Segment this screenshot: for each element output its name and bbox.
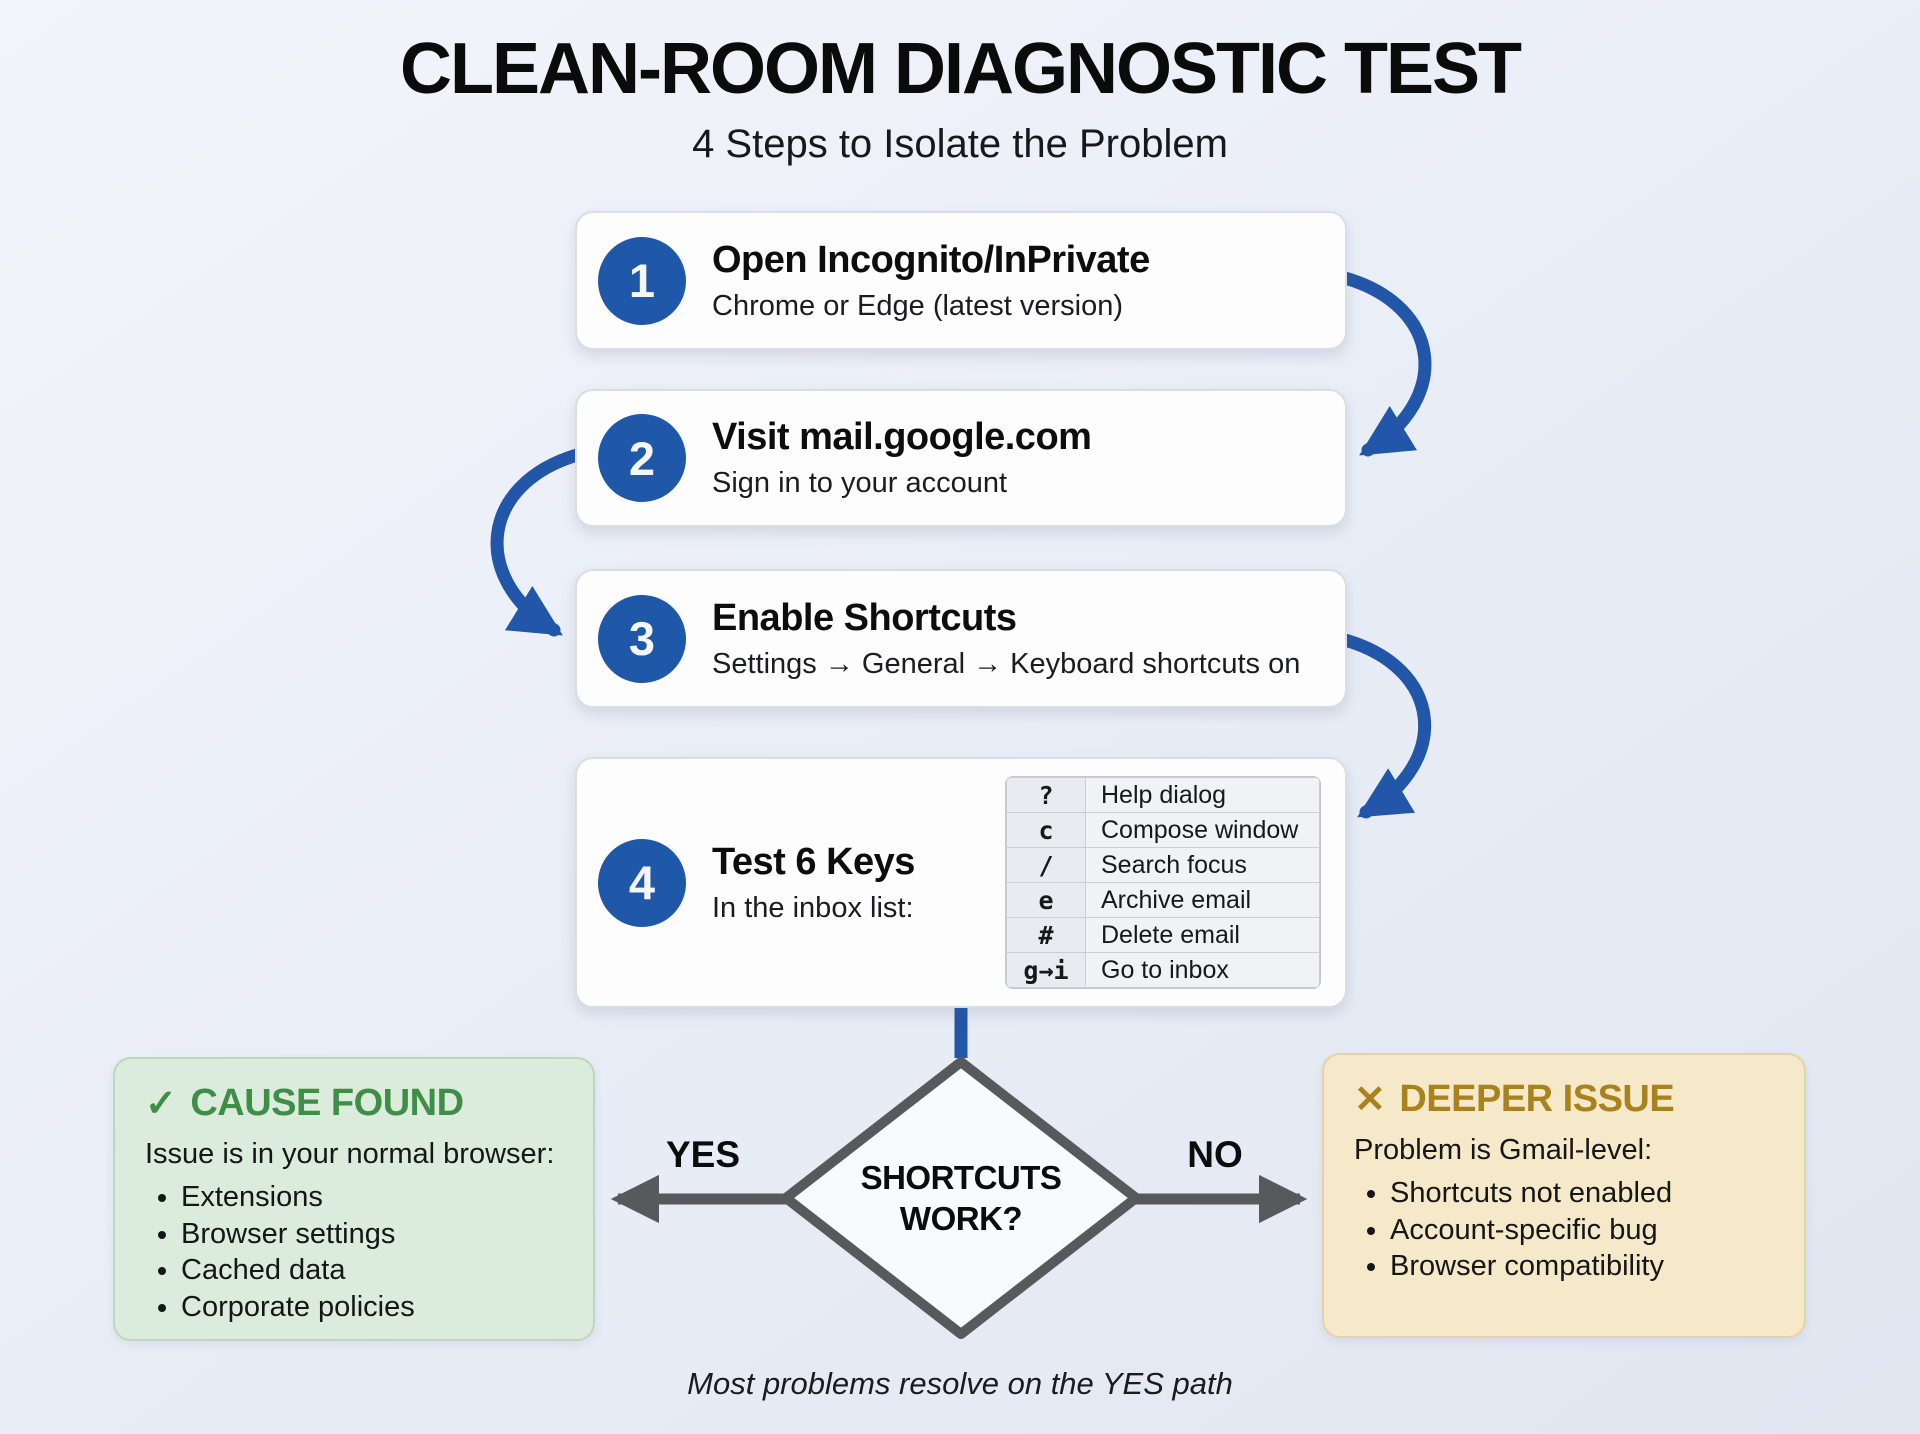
shortcut-key: #	[1007, 918, 1085, 952]
shortcut-action: Compose window	[1086, 813, 1319, 847]
shortcut-action: Delete email	[1086, 918, 1319, 952]
cause-found-lead: Issue is in your normal browser:	[145, 1138, 555, 1170]
step-4-title: Test 6 Keys	[712, 840, 915, 883]
step-1-subtitle: Chrome or Edge (latest version)	[712, 289, 1123, 322]
deeper-issue-box: ✕ DEEPER ISSUE Problem is Gmail-level: S…	[1322, 1053, 1806, 1338]
curved-arrow-step1-to-step2	[1338, 271, 1432, 457]
deeper-issue-title: DEEPER ISSUE	[1399, 1078, 1675, 1120]
step-3-number-badge: 3	[598, 594, 686, 683]
shortcut-action: Help dialog	[1086, 778, 1319, 812]
cause-found-box: ✓ CAUSE FOUND Issue is in your normal br…	[113, 1057, 595, 1341]
step-1-title: Open Incognito/InPrivate	[712, 238, 1150, 281]
step-3-title: Enable Shortcuts	[712, 596, 1017, 639]
decision-diamond	[781, 1057, 1141, 1339]
step-4-card: 4 Test 6 Keys In the inbox list: ? Help …	[575, 757, 1347, 1008]
page-subtitle: 4 Steps to Isolate the Problem	[692, 122, 1228, 166]
step-2-card: 2 Visit mail.google.com Sign in to your …	[575, 389, 1347, 527]
step-2-subtitle: Sign in to your account	[712, 467, 1008, 499]
no-label: NO	[1187, 1134, 1243, 1175]
list-item: Corporate policies	[181, 1289, 563, 1326]
shortcut-key: g→i	[1007, 953, 1085, 987]
cause-found-list: Extensions Browser settings Cached data …	[155, 1179, 563, 1325]
curved-arrow-step2-to-step3	[490, 448, 584, 637]
step-2-number-badge: 2	[598, 414, 686, 502]
shortcut-key-table: ? Help dialog c Compose window / Search …	[1005, 776, 1321, 989]
list-item: Shortcuts not enabled	[1390, 1175, 1774, 1212]
list-item: Cached data	[181, 1252, 563, 1289]
step-2-title: Visit mail.google.com	[712, 416, 1092, 458]
check-icon: ✓	[145, 1083, 177, 1125]
list-item: Extensions	[181, 1179, 563, 1216]
cause-found-title: CAUSE FOUND	[190, 1082, 464, 1124]
step-1-card: 1 Open Incognito/InPrivate Chrome or Edg…	[575, 211, 1347, 350]
curved-arrow-step3-to-step4	[1338, 633, 1432, 819]
step-3-subtitle: Settings → General → Keyboard shortcuts …	[712, 647, 1301, 680]
decision-question: SHORTCUTS WORK?	[786, 1062, 1136, 1334]
deeper-issue-list: Shortcuts not enabled Account-specific b…	[1364, 1175, 1774, 1285]
step-4-number-badge: 4	[598, 838, 686, 927]
page-title: CLEAN-ROOM DIAGNOSTIC TEST	[400, 29, 1522, 109]
list-item: Browser settings	[181, 1216, 563, 1253]
footnote: Most problems resolve on the YES path	[687, 1366, 1233, 1401]
list-item: Account-specific bug	[1390, 1212, 1774, 1249]
yes-label: YES	[665, 1134, 741, 1175]
shortcut-key: /	[1007, 848, 1085, 882]
shortcut-action: Search focus	[1086, 848, 1319, 882]
shortcut-action: Go to inbox	[1086, 953, 1319, 987]
shortcut-key: e	[1007, 883, 1085, 917]
shortcut-action: Archive email	[1086, 883, 1319, 917]
x-icon: ✕	[1354, 1079, 1386, 1121]
decision-question-line2: WORK?	[899, 1200, 1023, 1237]
decision-question-line1: SHORTCUTS	[860, 1158, 1062, 1196]
list-item: Browser compatibility	[1390, 1248, 1774, 1285]
shortcut-key: ?	[1007, 778, 1085, 812]
step-4-subtitle: In the inbox list:	[712, 891, 914, 924]
step-3-card: 3 Enable Shortcuts Settings → General → …	[575, 569, 1347, 708]
deeper-issue-lead: Problem is Gmail-level:	[1354, 1134, 1653, 1166]
shortcut-key: c	[1007, 813, 1085, 847]
step-1-number-badge: 1	[598, 236, 686, 325]
